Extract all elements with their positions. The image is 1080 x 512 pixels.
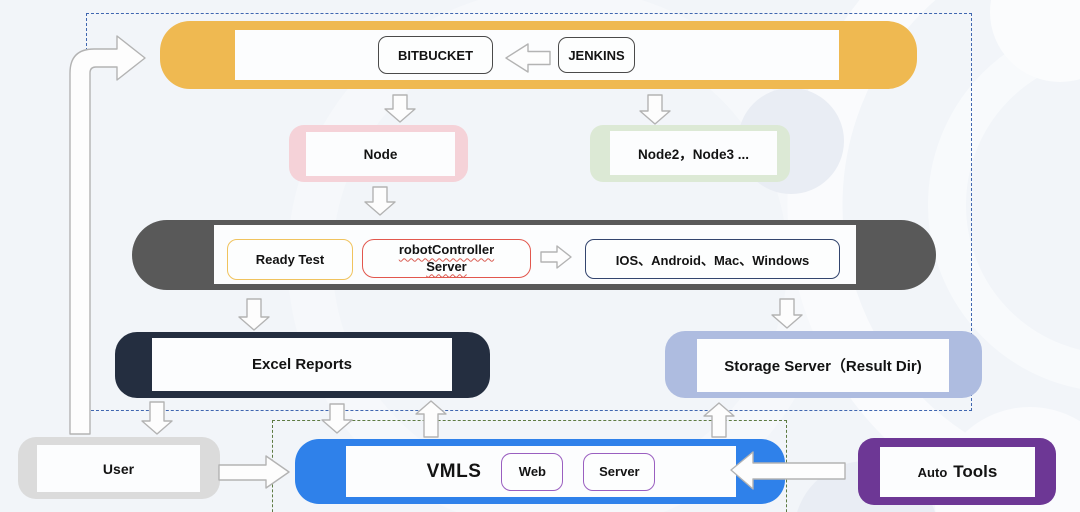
vmls-web-node: Web	[501, 452, 564, 491]
vmls-web-label: Web	[518, 464, 546, 479]
robot-controller-label-line2: Server	[426, 258, 467, 274]
node-box: Node	[289, 125, 468, 182]
ci-bar-panel	[235, 30, 839, 80]
user-label: User	[37, 445, 200, 492]
jenkins-node: JENKINS	[558, 37, 635, 73]
node-label: Node	[306, 132, 455, 176]
vmls-panel: VMLS Web Server	[346, 446, 736, 497]
vmls-server-node: Server	[583, 452, 656, 491]
robot-controller-node: robotController Server	[362, 239, 531, 278]
node-group-label: Node2，Node3 ...	[610, 131, 777, 175]
ci-bar	[160, 21, 917, 89]
platforms-label: IOS、Android、Mac、Windows	[615, 252, 810, 268]
auto-tools-label: Auto Tools	[880, 447, 1035, 497]
vmls-box: VMLS Web Server	[295, 439, 785, 504]
ready-test-label: Ready Test	[255, 252, 325, 267]
node-group-box: Node2，Node3 ...	[590, 125, 790, 182]
bitbucket-label: BITBUCKET	[397, 47, 474, 63]
auto-tools-box: Auto Tools	[858, 438, 1056, 505]
auto-tools-word2: Tools	[953, 462, 998, 481]
user-box: User	[18, 437, 220, 499]
auto-tools-word1: Auto	[917, 464, 948, 480]
platforms-node: IOS、Android、Mac、Windows	[585, 239, 840, 279]
bitbucket-node: BITBUCKET	[378, 36, 493, 74]
vmls-label: VMLS	[426, 460, 482, 482]
vmls-server-label: Server	[599, 464, 640, 479]
robot-controller-label-line1: robotController	[398, 242, 495, 258]
storage-server-label: Storage Server（Result Dir)	[697, 339, 949, 392]
excel-reports-box: Excel Reports	[115, 332, 490, 398]
storage-server-box: Storage Server（Result Dir)	[665, 331, 982, 398]
jenkins-label: JENKINS	[568, 47, 625, 63]
excel-reports-label: Excel Reports	[152, 338, 452, 391]
ready-test-node: Ready Test	[227, 239, 353, 280]
